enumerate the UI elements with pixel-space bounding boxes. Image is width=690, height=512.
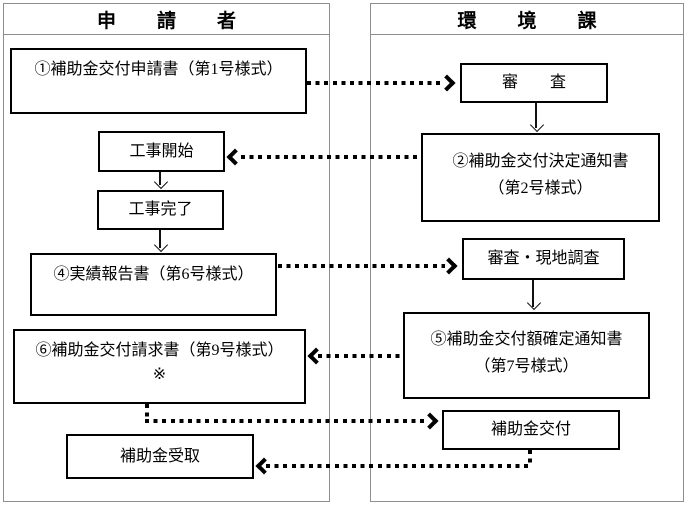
environment-division-column-header: 環 境 課	[371, 4, 683, 35]
arrow-review-to-decision-line	[535, 103, 537, 128]
environment-header-label: 環 境 課	[457, 10, 608, 32]
dotted-application-to-review-line	[307, 81, 443, 85]
box-grant-decision-notice-form: （第2号様式）	[488, 180, 593, 197]
box-grant-application: ①補助金交付申請書（第1号様式）	[10, 48, 307, 114]
dotted-request-to-payment-vline	[145, 404, 149, 421]
box-review-site-survey-label: 審査・現地調査	[487, 250, 600, 267]
box-construction-start-label: 工事開始	[129, 142, 194, 160]
box-amount-confirmation-notice: ⑤補助金交付額確定通知書 （第7号様式）	[403, 312, 650, 399]
box-amount-confirmation-notice-label: ⑤補助金交付額確定通知書	[430, 331, 623, 348]
arrow-survey-to-confirmation-line	[532, 280, 534, 307]
box-review: 審 査	[460, 63, 608, 103]
box-subsidy-receipt-label: 補助金受取	[119, 447, 200, 465]
box-construction-start: 工事開始	[98, 131, 225, 172]
arrow-complete-to-report-line	[159, 230, 161, 248]
box-grant-application-label: ①補助金交付申請書（第1号様式）	[34, 61, 283, 78]
dotted-payment-to-receipt-hline	[266, 464, 530, 468]
dotted-confirmation-to-request-line	[318, 354, 403, 358]
box-subsidy-payment-label: 補助金交付	[490, 421, 571, 438]
box-construction-complete: 工事完了	[97, 190, 224, 230]
dotted-decision-to-start-line	[241, 155, 421, 159]
box-grant-decision-notice-label: ②補助金交付決定通知書	[452, 153, 629, 170]
box-payment-request-label: ⑥補助金交付請求書（第9号様式）	[35, 342, 284, 359]
applicant-column-header: 申 請 者	[4, 4, 329, 35]
box-construction-complete-label: 工事完了	[128, 201, 193, 218]
box-review-label: 審 査	[501, 74, 566, 91]
box-payment-request: ⑥補助金交付請求書（第9号様式） ※	[13, 329, 306, 404]
box-performance-report: ④実績報告書（第6号様式）	[30, 253, 277, 316]
box-performance-report-label: ④実績報告書（第6号様式）	[53, 266, 254, 283]
box-subsidy-payment: 補助金交付	[442, 410, 620, 450]
box-review-site-survey: 審査・現地調査	[462, 238, 625, 280]
dotted-payment-to-receipt-vline	[528, 450, 532, 466]
box-subsidy-receipt: 補助金受取	[66, 434, 254, 479]
dotted-report-to-survey-line	[278, 264, 445, 268]
arrow-start-to-complete-line	[159, 172, 161, 185]
box-amount-confirmation-notice-form: （第7号様式）	[474, 358, 579, 375]
box-grant-decision-notice: ②補助金交付決定通知書 （第2号様式）	[421, 133, 660, 222]
applicant-header-label: 申 請 者	[96, 10, 247, 32]
dotted-request-to-payment-hline	[145, 419, 426, 423]
box-payment-request-note: ※	[152, 366, 167, 383]
